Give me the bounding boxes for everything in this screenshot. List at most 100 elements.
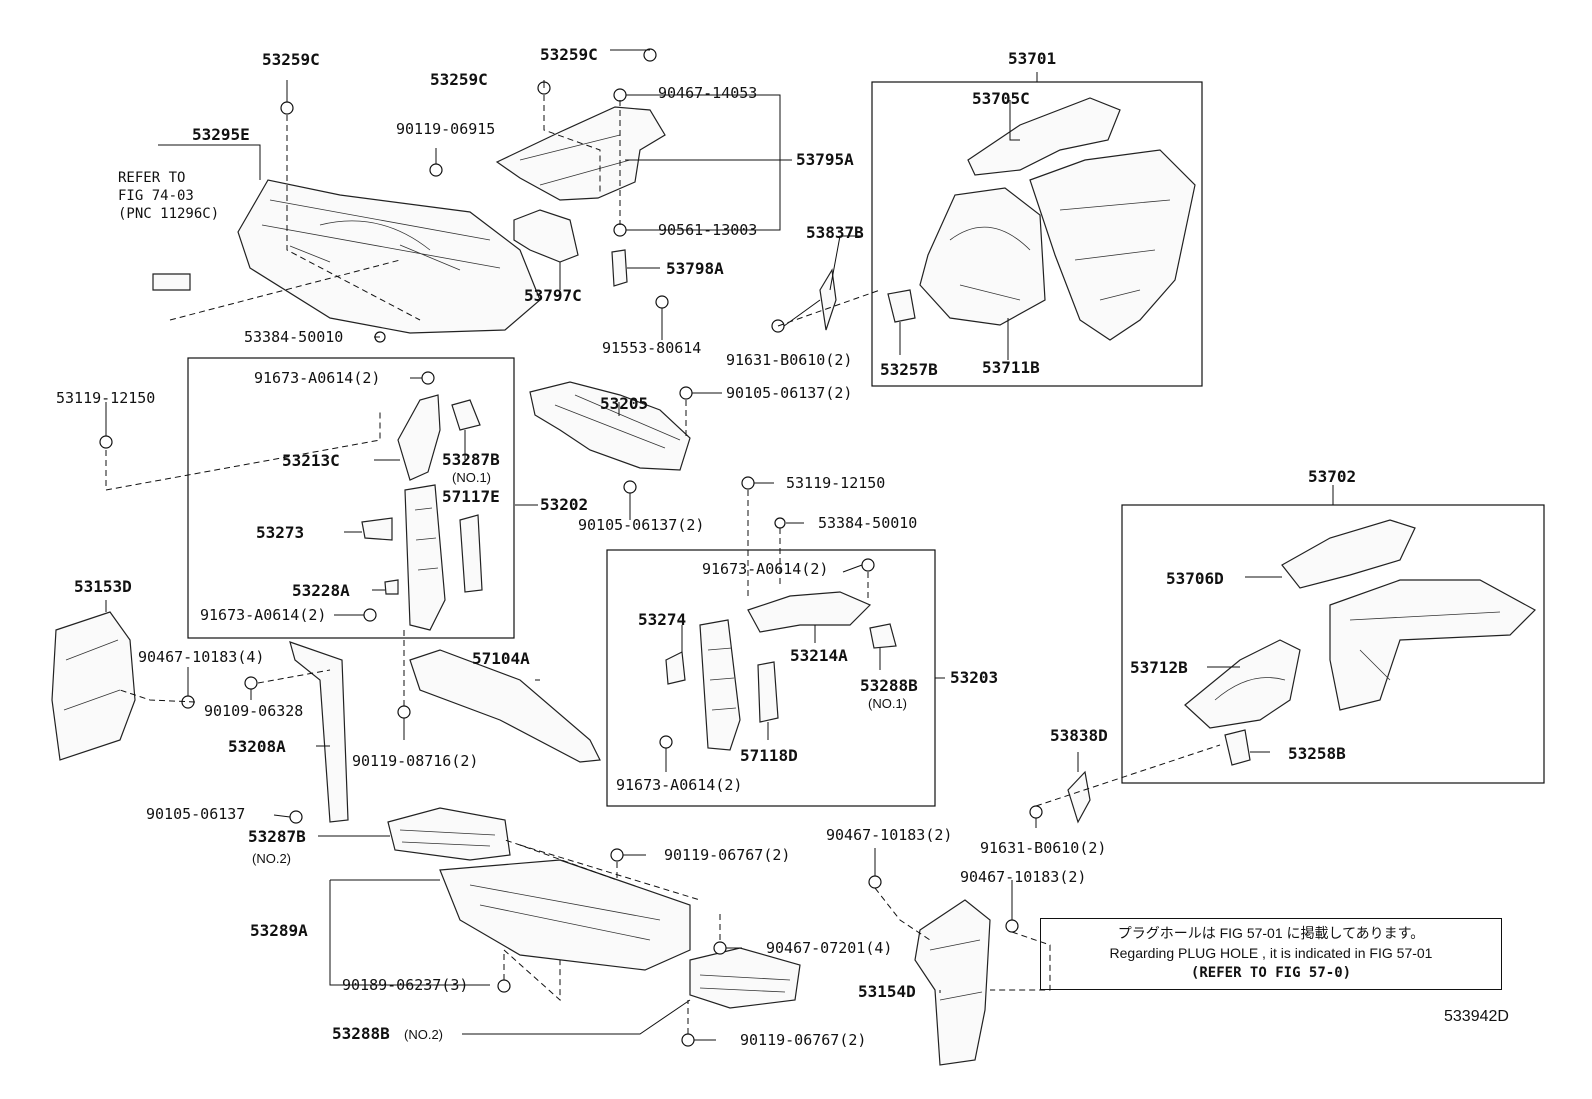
label-53154d: 53154D [858,982,916,1001]
label-53119-12150-b: 53119-12150 [786,474,885,492]
label-53273: 53273 [256,523,304,542]
label-53119-12150-a: 53119-12150 [56,389,155,407]
label-91553-80614: 91553-80614 [602,339,701,357]
label-57104a: 57104A [472,649,530,668]
bolt-90105-06137-c [289,810,303,824]
label-refer-3: (PNC 11296C) [118,206,219,222]
part-53274-bracket [665,651,686,685]
part-53203-support [699,619,741,751]
part-53288b-no1 [869,623,897,649]
label-53705c: 53705C [972,89,1030,108]
part-57117e-seal [459,514,483,593]
part-53287b-no2 [387,807,511,861]
label-53837b: 53837B [806,223,864,242]
part-53214a-bracket [747,591,872,633]
bolt-90119-06915 [429,163,443,177]
bolt-53119-12150-b [741,476,755,490]
label-53288b-no1-qualifier: (NO.1) [868,696,907,711]
label-91673-a0614-b: 91673-A0614(2) [200,606,326,624]
label-91673-a0614-c: 91673-A0614(2) [702,560,828,578]
label-53287b-no2-qualifier: (NO.2) [252,851,291,866]
part-plug-small [152,273,191,291]
bolt-91673-a0614-c [861,558,875,572]
label-53287b-no2: 53287B [248,827,306,846]
label-53288b-no2-qualifier: (NO.2) [404,1027,443,1042]
label-91631-b0610-a: 91631-B0610(2) [726,351,852,369]
part-53795a-seal [495,106,666,201]
nut-90561-13003 [613,223,627,237]
label-53274: 53274 [638,610,686,629]
part-53705c-panel [967,97,1121,176]
part-53712b-apron [1184,639,1301,729]
part-53257b-bracket [887,289,916,323]
label-53288b-no1: 53288B [860,676,918,695]
clip-90189-06237 [497,979,511,993]
label-53384-50010-a: 53384-50010 [244,328,343,346]
part-53706d-panel [1281,519,1416,589]
clip-53259c-c [643,48,657,62]
nut-90467-10183-b [868,875,882,889]
bolt-53119-12150-a [99,435,113,449]
stopper-53384-50010-b [774,517,786,529]
label-53711b: 53711B [982,358,1040,377]
label-91631-b0610-b: 91631-B0610(2) [980,839,1106,857]
label-53712b: 53712B [1130,658,1188,677]
label-53205: 53205 [600,394,648,413]
part-53258b-bracket [1224,729,1251,766]
label-90119-06915: 90119-06915 [396,120,495,138]
part-57118d-seal [757,661,779,723]
bolt-90105-06137-b [623,480,637,494]
part-53838d-bracket [1067,770,1091,824]
label-53384-50010-b: 53384-50010 [818,514,917,532]
part-53154d-duct [914,899,991,1066]
label-53838d: 53838D [1050,726,1108,745]
label-53153d: 53153D [74,577,132,596]
note-line-english: Regarding PLUG HOLE , it is indicated in… [1109,945,1433,961]
label-53259c-b: 53259C [430,70,488,89]
label-53795a: 53795A [796,150,854,169]
bolt-91673-a0614-b [363,608,377,622]
label-53288b-no2: 53288B [332,1024,390,1043]
note-line-japanese: プラグホールは FIG 57-01 に掲載してあります。 [1117,925,1425,941]
label-53214a: 53214A [790,646,848,665]
label-53259c-a: 53259C [262,50,320,69]
label-53797c: 53797C [524,286,582,305]
clip-90467-07201 [713,941,727,955]
label-53701: 53701 [1008,49,1056,68]
label-90105-06137-b: 90105-06137(2) [578,516,704,534]
label-90189-06237: 90189-06237(3) [342,976,468,994]
label-90467-10183-a: 90467-10183(4) [138,648,264,666]
label-90105-06137-c: 90105-06137 [146,805,245,823]
part-53701-inner-panel [1029,149,1196,341]
part-57104a-reinforcement [409,649,601,763]
label-53203: 53203 [950,668,998,687]
label-53295e: 53295E [192,125,250,144]
part-53711b-apron [919,187,1046,326]
diagram-code: 533942D [1444,1008,1509,1025]
fasteners [99,48,1043,1047]
nut-90467-14053 [613,88,627,102]
plug-hole-note: プラグホールは FIG 57-01 に掲載してあります。 Regarding P… [1040,918,1502,990]
label-53259c-c: 53259C [540,45,598,64]
bolt-90105-06137-a [679,386,693,400]
part-53837b-bracket [819,268,837,331]
bolt-91673-a0614-d [659,735,673,749]
bolt-90119-08716 [397,705,411,719]
part-53213c-bracket [397,394,441,481]
label-53213c: 53213C [282,451,340,470]
part-53798a-bracket [611,249,628,287]
part-53202-support [404,484,446,631]
label-53287b-no1: 53287B [442,450,500,469]
label-53202: 53202 [540,495,588,514]
part-53288b-no2 [689,947,801,1009]
bolt-90109-06328 [244,676,258,690]
label-90119-06767-b: 90119-06767(2) [740,1031,866,1049]
bolt-90119-06767-b [681,1033,695,1047]
part-53228a-clip [384,579,399,595]
part-53273-bracket [361,517,393,541]
label-90105-06137-a: 90105-06137(2) [726,384,852,402]
label-53702: 53702 [1308,467,1356,486]
label-53287b-no1-qualifier: (NO.1) [452,470,491,485]
